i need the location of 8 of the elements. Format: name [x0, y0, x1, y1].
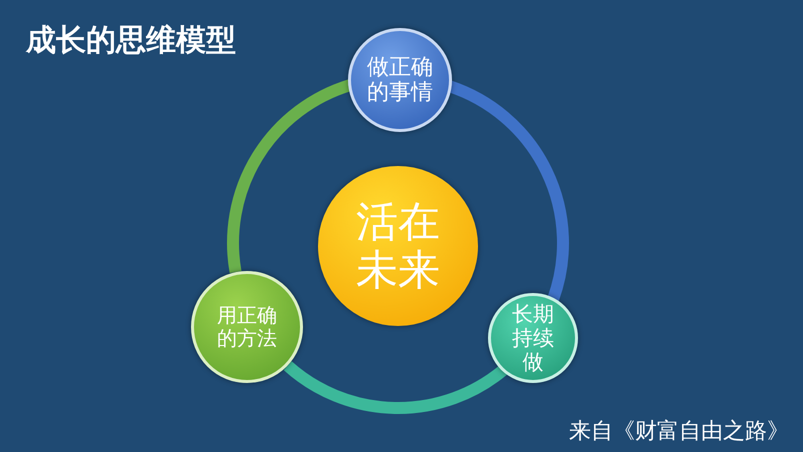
title: 成长的思维模型 — [26, 22, 236, 60]
node-label: 做正确的事情 — [367, 54, 433, 106]
circle-node — [488, 293, 578, 383]
node-label: 用正确的方法 — [217, 304, 277, 350]
node-label: 活在未来 — [356, 198, 440, 294]
node-label: 长期持续做 — [512, 302, 554, 374]
ring-arc — [284, 360, 507, 414]
source-caption: 来自《财富自由之路》 — [569, 418, 789, 446]
